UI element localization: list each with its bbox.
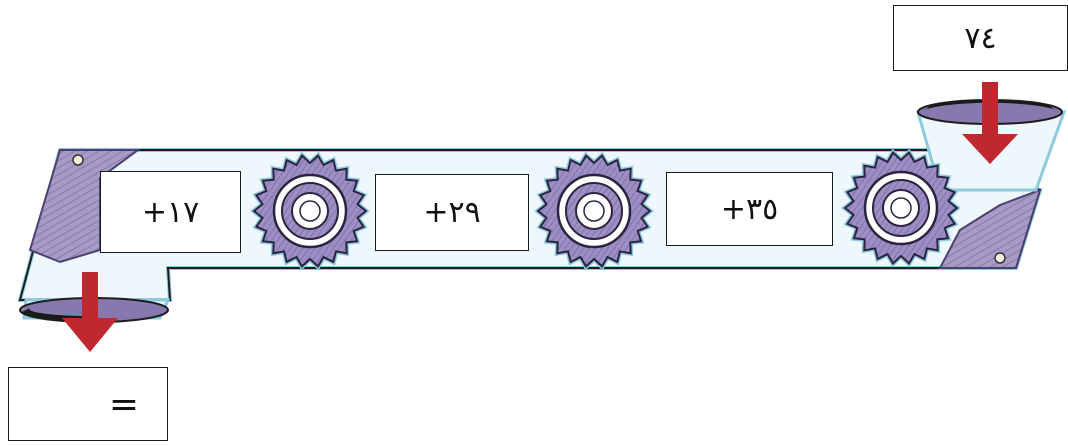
gear-icon	[249, 151, 371, 271]
operation-3-text: +٣٥	[720, 191, 779, 227]
gears	[249, 148, 962, 271]
down-arrow-icon	[962, 82, 1018, 164]
operation-box-2: +٢٩	[375, 174, 529, 251]
input-value-box: ٧٤	[893, 5, 1068, 71]
down-arrow-icon	[62, 272, 118, 352]
gear-icon	[840, 148, 962, 268]
equals-sign: =	[108, 383, 139, 425]
input-value: ٧٤	[964, 20, 997, 56]
gear-icon	[533, 151, 655, 271]
right-panel	[938, 188, 1042, 269]
screw-icon	[72, 154, 84, 166]
operation-2-text: +٢٩	[423, 195, 481, 230]
operation-box-3: +٣٥	[666, 172, 833, 246]
result-box[interactable]: =	[8, 367, 168, 441]
operation-1-text: +١٧	[141, 194, 200, 230]
operation-box-1: +١٧	[100, 171, 241, 253]
